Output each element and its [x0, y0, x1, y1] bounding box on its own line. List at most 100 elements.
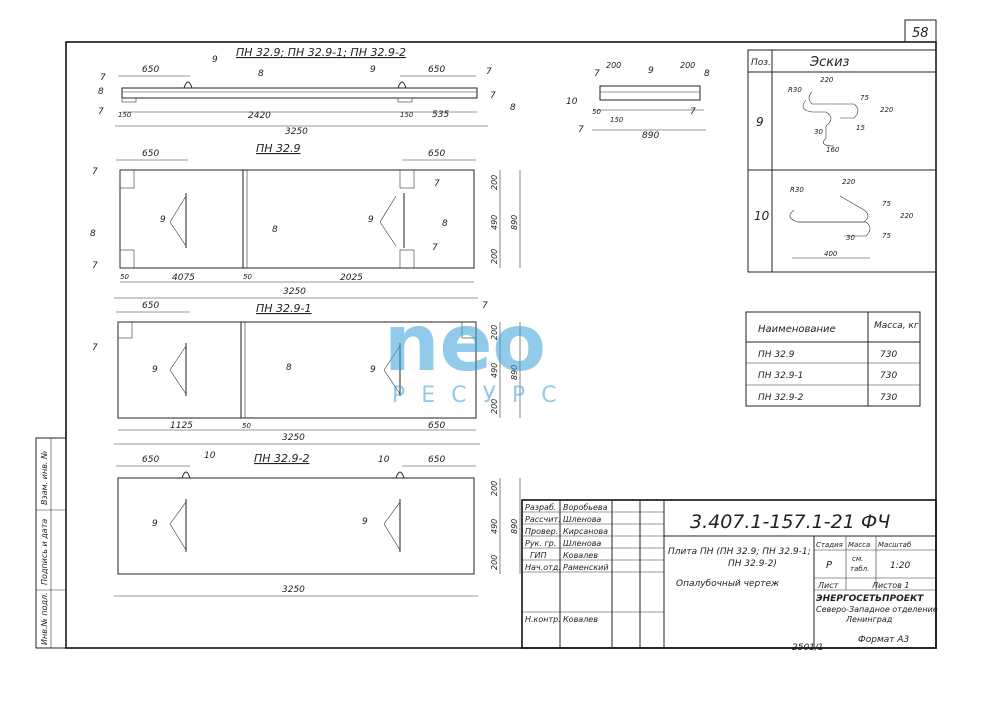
sketch-10-dim-220-right: 220 — [900, 212, 914, 220]
title-block: Разраб. Рассчит. Провер. Рук. гр. ГИП На… — [521, 499, 938, 649]
section-dim-8-top: 8 — [258, 69, 264, 79]
plan-pn329-dim-8-mid: 8 — [272, 225, 278, 235]
cross-dim-150: 150 — [610, 116, 624, 124]
plan-pn3291-dim-7-right: 7 — [482, 301, 488, 311]
section-dim-150-right: 150 — [400, 111, 414, 119]
section-dim-535: 535 — [432, 110, 449, 120]
plan-pn3292: ПН 32.9-2 650 10 10 650 9 9 3250 200 490… — [114, 451, 521, 597]
tb-role-4: Рук. гр. — [525, 539, 556, 548]
plan-pn329-dim-200-bottom: 200 — [490, 249, 499, 264]
plan-pn3292-dim-9-left: 9 — [152, 519, 158, 529]
plan-pn329-dim-200-top: 200 — [490, 175, 499, 190]
plan-pn3291-dim-890: 890 — [510, 365, 519, 380]
sketch-10-dim-r30: R30 — [790, 186, 804, 194]
section-dim-7-right: 7 — [486, 67, 492, 77]
tb-org-city: Ленинград — [845, 615, 893, 624]
sketch-9-dim-15: 15 — [856, 124, 865, 132]
sketch-9-dim-220-top: 220 — [820, 76, 834, 84]
plan-pn3291-dim-3250: 3250 — [282, 433, 305, 443]
sheet-frame — [65, 41, 937, 649]
plan-pn329-dim-9-right: 9 — [368, 215, 374, 225]
tb-scale-value: 1:20 — [890, 561, 910, 571]
plan-pn329-dim-890: 890 — [510, 215, 519, 230]
plan-pn3291-dim-9-right: 9 — [370, 365, 376, 375]
mass-row-mass-1: 730 — [880, 350, 897, 360]
plan-pn3291-dim-650-right: 650 — [428, 421, 445, 431]
tb-name-4: Шленова — [563, 539, 601, 548]
plan-pn3292-dim-490: 490 — [490, 519, 499, 534]
plan-pn3291-dim-650: 650 — [142, 301, 159, 311]
mass-header-name: Наименование — [758, 324, 836, 335]
plan-pn3291-title: ПН 32.9-1 — [256, 302, 312, 315]
plan-pn329-dim-7-a: 7 — [92, 167, 98, 177]
plan-pn3291-dim-1125: 1125 — [170, 421, 193, 431]
cross-dim-9: 9 — [648, 66, 654, 76]
mass-row-name-3: ПН 32.9-2 — [758, 393, 804, 403]
sketch-row-pos-10: 10 — [754, 209, 770, 223]
tb-stage-header: Стадия — [816, 541, 843, 549]
watermark-main: neo — [384, 299, 546, 389]
tb-scale-header: Масштаб — [878, 541, 912, 549]
side-stamp-label-3: Взам. инв. № — [40, 451, 49, 505]
mass-row-name-1: ПН 32.9 — [758, 350, 795, 360]
plan-pn329-dim-8-right: 8 — [442, 219, 448, 229]
plan-pn3291-dim-9-left: 9 — [152, 365, 158, 375]
tb-stage-value: Р — [826, 560, 833, 571]
tb-role-3: Провер. — [525, 527, 558, 536]
plan-pn3292-dim-890: 890 — [510, 519, 519, 534]
side-stamp: Инв.№ подл. Подпись и дата Взам. инв. № — [35, 437, 67, 649]
section-dim-150-left: 150 — [118, 111, 132, 119]
tb-role-8: Н.контр. — [525, 615, 561, 624]
cross-dim-10: 10 — [566, 97, 578, 107]
tb-mass-header: Масса — [848, 541, 870, 549]
sketch-10-dim-75-bottom: 75 — [882, 232, 891, 240]
sketch-table: Поз. Эскиз 9 10 220 R30 75 220 15 30 160… — [747, 49, 937, 273]
sketch-9-dim-r30: R30 — [788, 86, 802, 94]
watermark-logo: neo РЕСУРС — [384, 299, 557, 408]
section-view-title: ПН 32.9; ПН 32.9-1; ПН 32.9-2 — [236, 46, 406, 59]
tb-name-1: Воробьева — [563, 503, 608, 512]
cross-dim-890: 890 — [642, 131, 659, 141]
format-label: Формат А3 — [858, 635, 910, 645]
tb-sheets-label: Листов 1 — [871, 581, 910, 590]
sketch-header-pos: Поз. — [751, 58, 771, 68]
bottom-code: 2501/1 — [792, 643, 824, 653]
page-number-box — [904, 19, 937, 43]
section-dim-650-left: 650 — [142, 65, 159, 75]
mass-row-mass-3: 730 — [880, 393, 897, 403]
plan-pn329-dim-2025: 2025 — [340, 273, 363, 283]
side-stamp-label-1: Инв.№ подл. — [40, 592, 49, 645]
tb-description-1: Плита ПН (ПН 32.9; ПН 32.9-1; — [668, 547, 811, 557]
plan-pn3292-dim-3250: 3250 — [282, 585, 305, 595]
plan-pn329-dim-50-mid: 50 — [243, 273, 252, 281]
plan-pn329-dim-8-left: 8 — [90, 229, 96, 239]
page-number: 58 — [912, 26, 929, 41]
plan-pn3291-dim-490: 490 — [490, 363, 499, 378]
plan-pn329-dim-9-left: 9 — [160, 215, 166, 225]
plan-pn3291-dim-200-bottom: 200 — [490, 399, 499, 414]
tb-name-5: Ковалев — [563, 551, 598, 560]
tb-role-5: ГИП — [530, 551, 546, 560]
section-dim-7-lower: 7 — [98, 107, 104, 117]
tb-role-1: Разраб. — [525, 503, 556, 512]
plan-pn329-dim-650-right: 650 — [428, 149, 445, 159]
cross-dim-50: 50 — [592, 108, 601, 116]
plan-pn329: ПН 32.9 650 650 7 7 8 9 8 9 8 7 7 4075 2… — [90, 142, 521, 299]
plan-pn3291-dim-200-top: 200 — [490, 325, 499, 340]
tb-org-name: ЭНЕРГОСЕТЬПРОЕКТ — [816, 594, 924, 604]
tb-role-2: Рассчит. — [525, 515, 561, 524]
tb-name-2: Шленова — [563, 515, 601, 524]
tb-description-2: ПН 32.9-2) — [728, 559, 777, 569]
tb-role-6: Нач.отд. — [525, 563, 561, 572]
section-dim-650-right: 650 — [428, 65, 445, 75]
tb-sheet-label: Лист — [817, 581, 839, 590]
tb-org-branch: Северо-Западное отделение — [816, 605, 938, 614]
cross-dim-7-top: 7 — [594, 69, 600, 79]
plan-pn3292-dim-200-top: 200 — [490, 481, 499, 496]
section-dim-7-bottom: 7 — [490, 91, 496, 101]
cross-dim-7-right: 7 — [690, 107, 696, 117]
sketch-9-dim-30: 30 — [814, 128, 823, 136]
plan-pn3291: ПН 32.9-1 650 7 7 9 8 9 1125 50 650 3250… — [92, 301, 521, 445]
cross-dim-8: 8 — [704, 69, 710, 79]
plan-pn3292-dim-200-bottom: 200 — [490, 555, 499, 570]
